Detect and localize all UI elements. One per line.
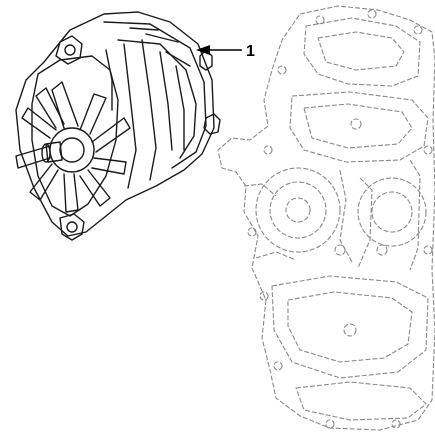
callout-1: 1	[196, 43, 255, 60]
mounting-ear-top	[55, 35, 83, 65]
engine-block	[217, 5, 435, 431]
mounting-ear-bottom	[59, 213, 85, 241]
pulley-shaft	[45, 141, 63, 163]
callout-number: 1	[246, 43, 255, 60]
alternator	[15, 11, 221, 241]
callout-arrowhead	[196, 45, 210, 55]
mounting-hole-bottom	[66, 221, 78, 233]
mounting-hole-top	[64, 44, 76, 56]
fan-blades	[15, 81, 131, 213]
alternator-body	[15, 11, 215, 237]
fan-hub	[49, 127, 95, 173]
terminal-stud-lower	[203, 113, 221, 135]
